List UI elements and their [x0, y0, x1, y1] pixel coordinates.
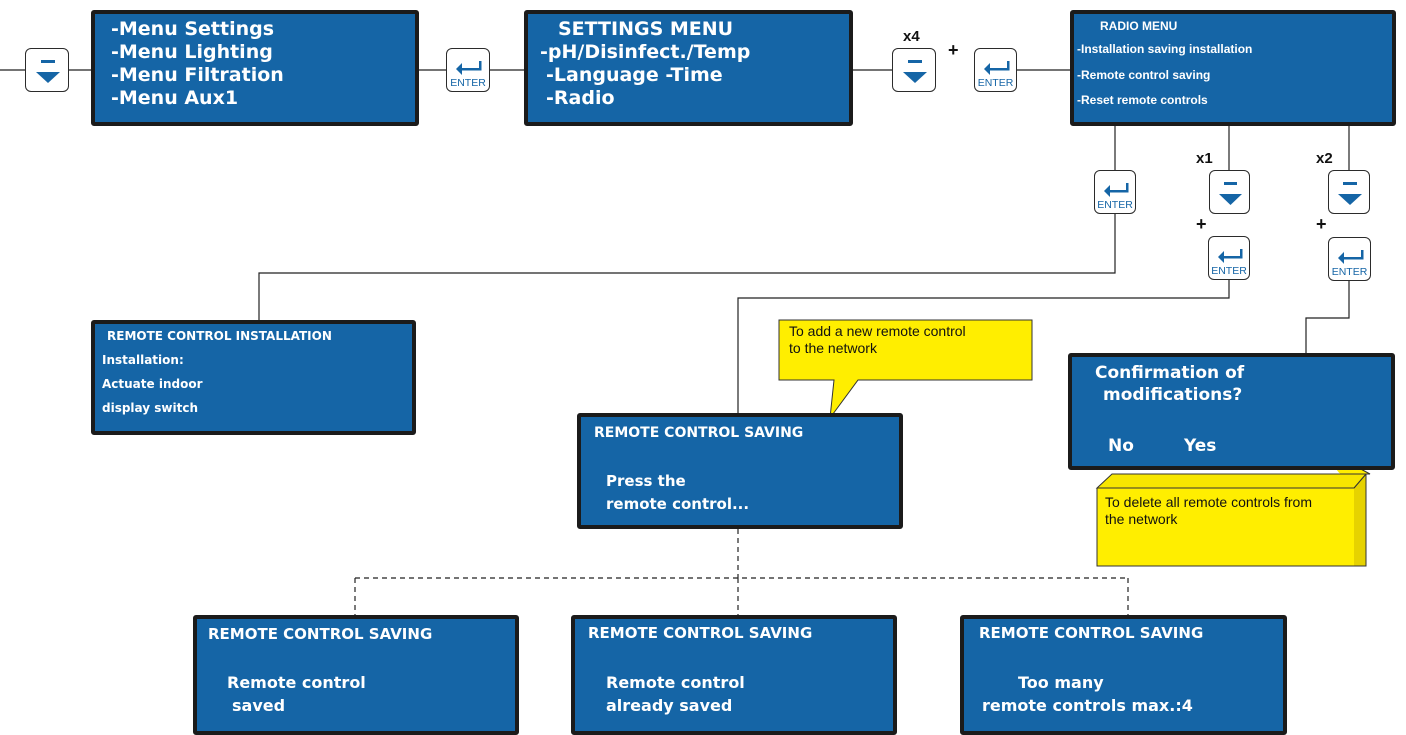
already-saved-screen: REMOTE CONTROL SAVING Remote control alr…	[571, 615, 897, 735]
confirmation-screen: Confirmation of modifications? No Yes	[1068, 353, 1395, 470]
plus-sign: +	[1196, 214, 1207, 234]
callout-line: To delete all remote controls from	[1105, 494, 1312, 510]
down-arrow-icon	[1219, 182, 1242, 205]
settings-menu-screen: SETTINGS MENU -pH/Disinfect./Temp -Langu…	[524, 10, 853, 126]
menu-line: -Remote control saving	[1077, 68, 1211, 82]
enter-arrow-icon	[456, 61, 482, 75]
multiplier-x1: x1	[1196, 150, 1213, 167]
remote-saving-screen: REMOTE CONTROL SAVING Press the remote c…	[577, 413, 903, 529]
screen-line: already saved	[606, 696, 733, 715]
screen-title: REMOTE CONTROL SAVING	[979, 624, 1204, 642]
enter-arrow-icon	[1218, 249, 1243, 263]
enter-label: ENTER	[1097, 199, 1133, 211]
multiplier-x2: x2	[1316, 150, 1333, 167]
down-button[interactable]	[25, 48, 69, 92]
radio-menu-screen: RADIO MENU -Installation saving installa…	[1070, 10, 1396, 126]
enter-label: ENTER	[450, 77, 486, 89]
screen-line: Remote control	[606, 673, 745, 692]
enter-arrow-icon	[1104, 183, 1129, 197]
remote-installation-screen: REMOTE CONTROL INSTALLATION Installation…	[91, 320, 416, 435]
screen-title: SETTINGS MENU	[558, 18, 734, 40]
callout-line: To add a new remote control	[789, 323, 966, 339]
connector	[258, 214, 1116, 320]
screen-line: remote control...	[606, 495, 750, 513]
dashed-branch-lines	[354, 529, 1129, 615]
screen-title: REMOTE CONTROL INSTALLATION	[107, 329, 332, 343]
down-button[interactable]	[1328, 170, 1370, 214]
enter-label: ENTER	[977, 77, 1014, 89]
enter-button[interactable]: ENTER	[1208, 236, 1250, 280]
menu-line: -Menu Aux1	[111, 87, 239, 109]
enter-label: ENTER	[1211, 265, 1247, 277]
menu-line: -Menu Lighting	[111, 41, 273, 63]
screen-line: Actuate indoor	[102, 377, 203, 391]
screen-title: RADIO MENU	[1100, 19, 1178, 33]
down-arrow-icon	[36, 60, 60, 83]
multiplier-x4: x4	[903, 28, 920, 45]
screen-line: modifications?	[1103, 385, 1243, 405]
callout-add-text: To add a new remote control to the netwo…	[789, 323, 1029, 357]
menu-line: -Language -Time	[546, 64, 723, 86]
menu-line: -Menu Filtration	[111, 64, 284, 86]
connector	[1305, 281, 1350, 357]
down-arrow-icon	[1338, 182, 1362, 205]
menu-line: -pH/Disinfect./Temp	[540, 41, 751, 63]
enter-label: ENTER	[1331, 266, 1368, 278]
enter-arrow-icon	[984, 61, 1010, 75]
screen-line: Press the	[606, 472, 686, 490]
menu-line: -Reset remote controls	[1077, 93, 1208, 107]
callout-line: the network	[1105, 511, 1178, 527]
option-yes: Yes	[1184, 436, 1217, 456]
plus-sign: +	[948, 40, 959, 60]
main-menu-screen: -Menu Settings -Menu Lighting -Menu Filt…	[91, 10, 419, 126]
screen-title: REMOTE CONTROL SAVING	[208, 625, 433, 643]
screen-line: remote controls max.:4	[982, 696, 1193, 715]
enter-button[interactable]: ENTER	[974, 48, 1017, 92]
callout-add-shape	[778, 319, 1033, 420]
connector	[737, 280, 1230, 413]
menu-line: -Installation saving installation	[1077, 42, 1253, 56]
screen-line: Installation:	[102, 353, 184, 367]
saved-screen: REMOTE CONTROL SAVING Remote control sav…	[193, 615, 519, 735]
down-arrow-icon	[903, 60, 927, 83]
down-button[interactable]	[892, 48, 936, 92]
callout-line: to the network	[789, 340, 877, 356]
screen-line: saved	[232, 696, 286, 715]
screen-title: Confirmation of	[1095, 363, 1245, 383]
enter-arrow-icon	[1338, 250, 1364, 264]
option-no: No	[1108, 436, 1134, 456]
screen-line: Too many	[1018, 673, 1104, 692]
screen-title: REMOTE CONTROL SAVING	[588, 624, 813, 642]
screen-title: REMOTE CONTROL SAVING	[594, 425, 804, 441]
menu-line: -Radio	[546, 87, 615, 109]
enter-button[interactable]: ENTER	[1094, 170, 1136, 214]
callout-delete-text: To delete all remote controls from the n…	[1105, 494, 1363, 528]
down-button[interactable]	[1209, 170, 1250, 214]
screen-line: Remote control	[227, 673, 366, 692]
screen-line: display switch	[102, 401, 199, 415]
too-many-screen: REMOTE CONTROL SAVING Too many remote co…	[960, 615, 1287, 735]
enter-button[interactable]: ENTER	[446, 48, 490, 92]
callout-delete-top	[1095, 473, 1368, 489]
plus-sign: +	[1316, 214, 1327, 234]
enter-button[interactable]: ENTER	[1328, 237, 1371, 281]
menu-line: -Menu Settings	[111, 18, 275, 40]
